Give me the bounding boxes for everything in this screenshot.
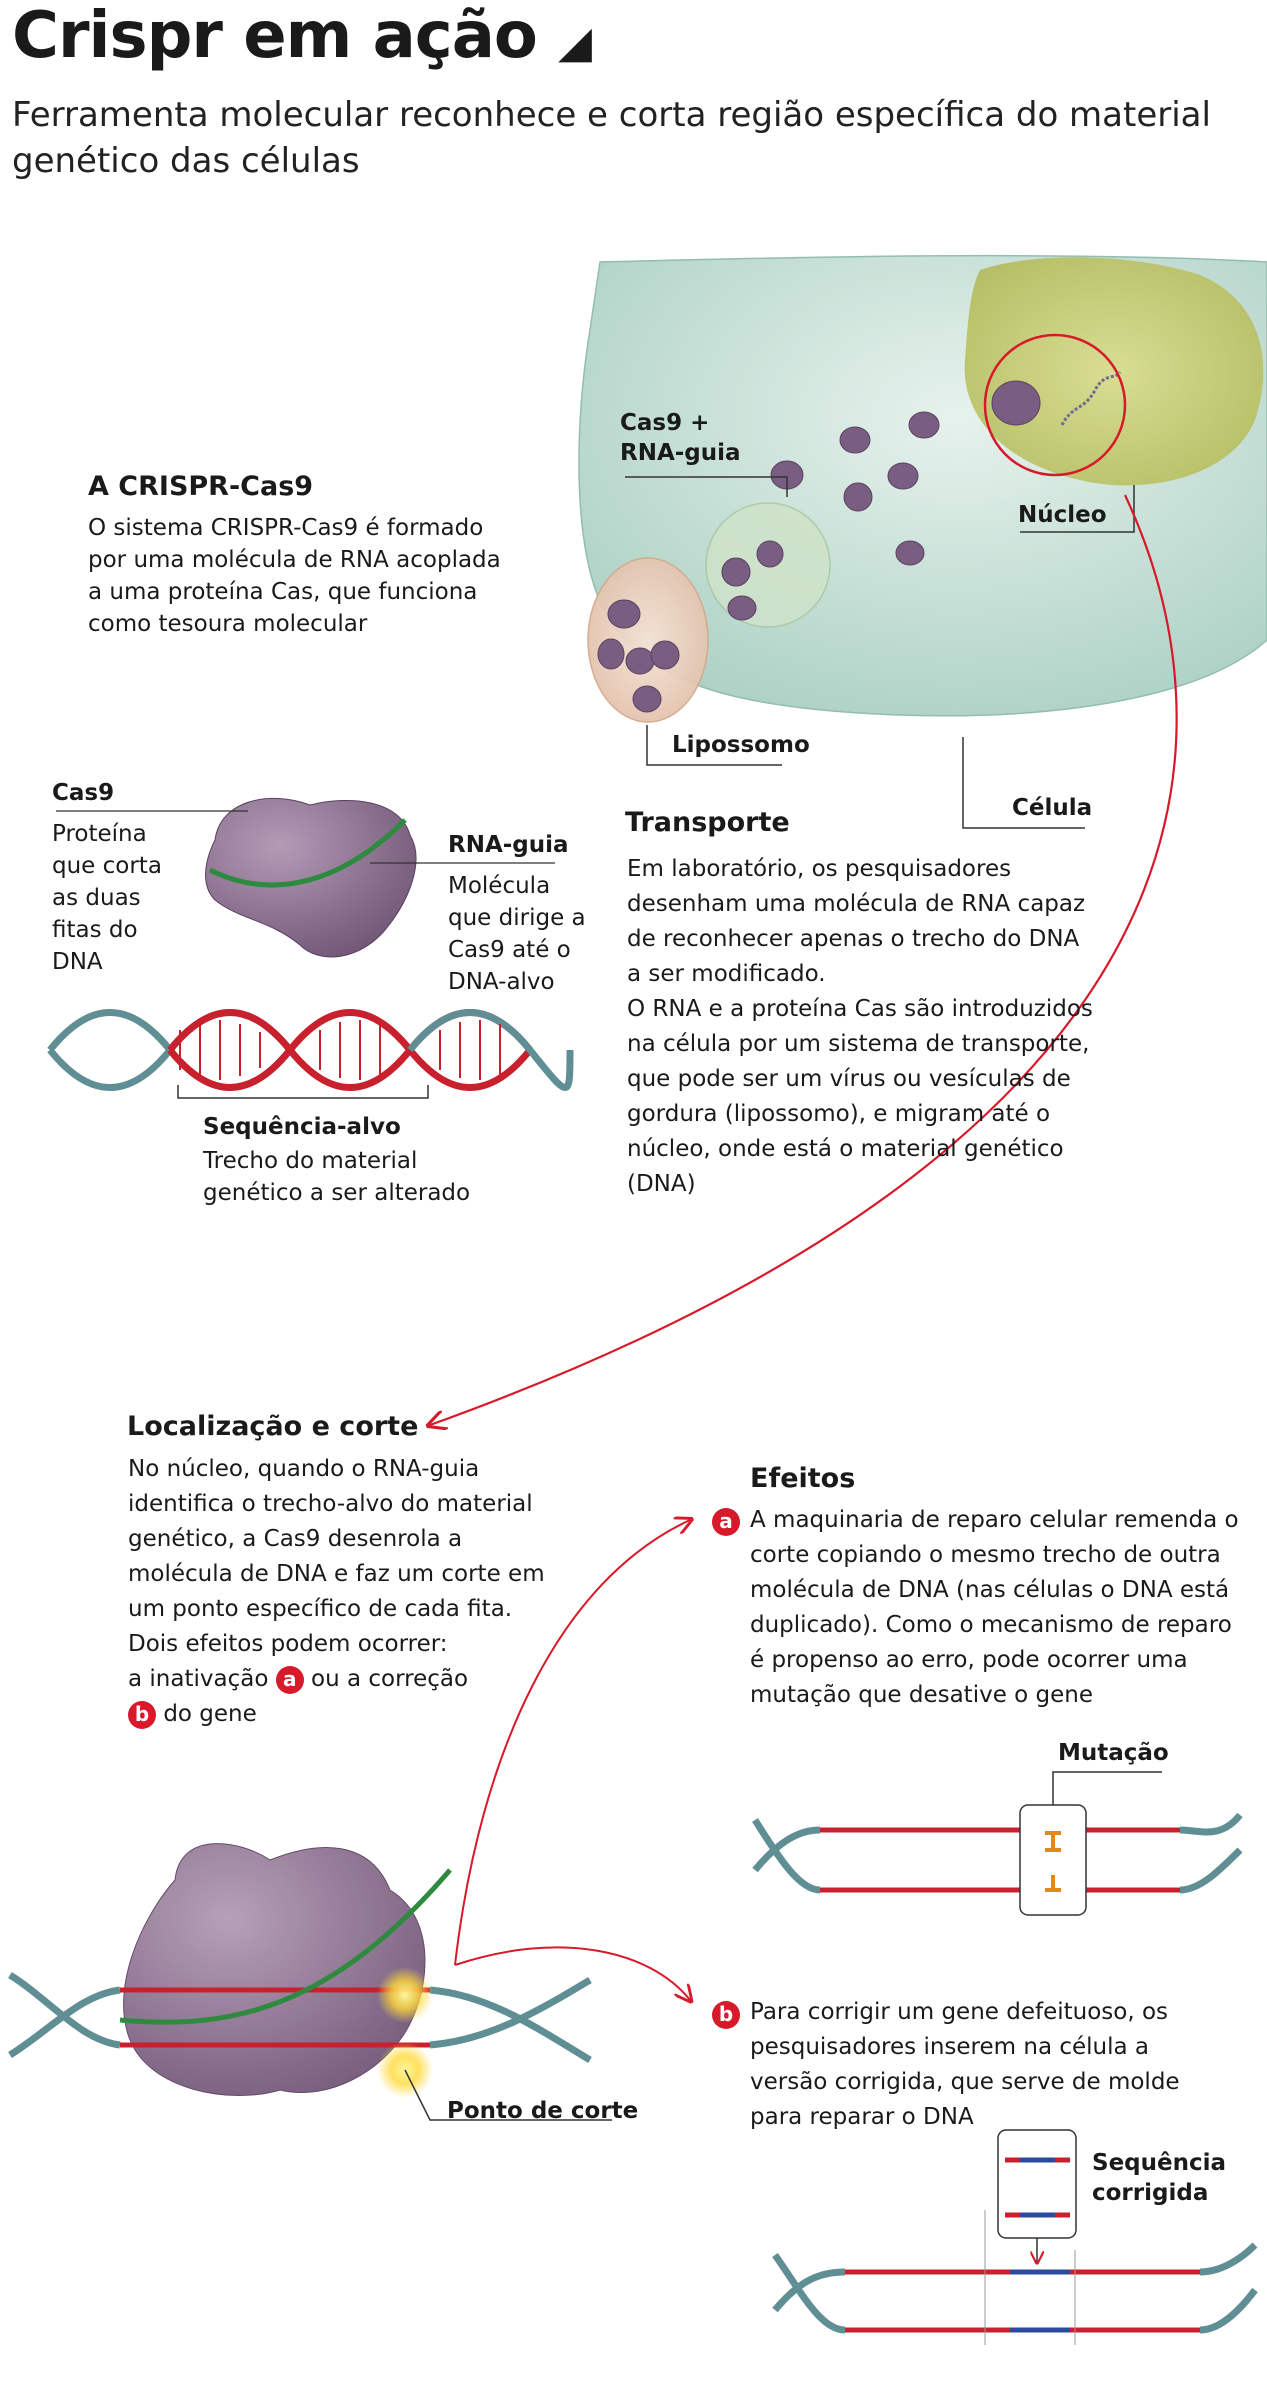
label-nucleo: Núcleo (1018, 502, 1107, 528)
transporte-p1: Em laboratório, os pesquisadores desenha… (627, 856, 1086, 987)
label-celula: Célula (1012, 795, 1093, 821)
transporte-text: Em laboratório, os pesquisadores desenha… (627, 852, 1097, 1202)
badge-b: b (128, 1700, 156, 1729)
label-seq-corrigida: Sequência corrigida (1092, 2150, 1227, 2206)
transporte-p2: O RNA e a proteína Cas são introduzidos … (627, 996, 1093, 1197)
mutation-box (1019, 1804, 1087, 1916)
target-text: Trecho do material genético a ser altera… (203, 1148, 471, 1206)
liposome (587, 557, 709, 723)
localizacao-heading: Localização e corte (127, 1411, 419, 1442)
label-cas9-rna: Cas9 + RNA-guia (620, 410, 741, 466)
efeitos-badge-a: a (712, 1508, 740, 1536)
label-mutacao: Mutação (1058, 1740, 1169, 1766)
page-subtitle: Ferramenta molecular reconhece e corta r… (12, 95, 1211, 181)
efeitos-b-text: Para corrigir um gene defeituoso, os pes… (750, 1999, 1180, 2130)
cas9-label: Cas9 (52, 780, 115, 806)
cas9-big (123, 1843, 426, 2096)
dna-top (47, 1009, 574, 1091)
corrected-box (997, 2129, 1077, 2239)
triangle-icon: ◢ (558, 17, 592, 68)
rna-guia-label: RNA-guia (448, 832, 569, 858)
localizacao-body: No núcleo, quando o RNA-guia identifica … (128, 1456, 545, 1657)
efeitos-heading: Efeitos (750, 1463, 856, 1494)
localizacao-line-b: b do gene (128, 1697, 548, 1732)
target-label: Sequência-alvo (203, 1114, 401, 1140)
label-lipossomo: Lipossomo (672, 732, 810, 758)
efeitos-a-text: A maquinaria de reparo celular remenda o… (750, 1507, 1239, 1708)
crispr-text: O sistema CRISPR-Cas9 é formado por uma … (88, 515, 501, 637)
localizacao-line-a: a inativação a ou a correção (128, 1665, 469, 1694)
zoom-circle (983, 333, 1127, 477)
localizacao-text: No núcleo, quando o RNA-guia identifica … (128, 1452, 548, 1732)
efeitos-badge-b: b (712, 2001, 740, 2029)
cas9-text: Proteína que corta as duas fitas do DNA (52, 821, 162, 975)
nucleus (964, 257, 1264, 486)
label-ponto-corte: Ponto de corte (447, 2098, 639, 2124)
transporte-heading: Transporte (625, 807, 790, 838)
page-title: Crispr em ação ◢ (12, 0, 592, 73)
crispr-heading: A CRISPR-Cas9 (88, 471, 314, 502)
rna-guia-text: Molécula que dirige a Cas9 até o DNA-alv… (448, 873, 586, 995)
badge-a: a (275, 1665, 304, 1694)
